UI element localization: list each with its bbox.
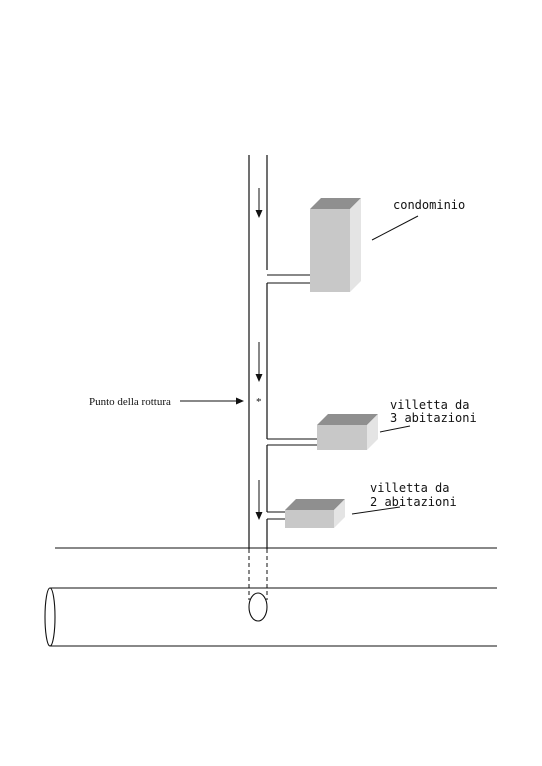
branch-pipe-villetta-2	[267, 511, 286, 520]
villetta-3-label-line1: villetta da	[390, 398, 469, 412]
flow-arrow-3	[255, 480, 263, 520]
building-condominio	[310, 198, 361, 292]
villetta-2-label-line2: 2 abitazioni	[370, 495, 457, 509]
villetta-3-label-line2: 3 abitazioni	[390, 411, 477, 425]
pipe-junction-opening	[248, 592, 268, 622]
main-horizontal-pipe	[44, 587, 497, 647]
villetta-2-leader-line	[351, 506, 401, 515]
break-point-arrow	[180, 397, 244, 405]
branch-pipe-condominio	[267, 274, 310, 284]
flow-arrow-2	[255, 342, 263, 382]
villetta-2-label-line1: villetta da	[370, 481, 449, 495]
building-villetta-3	[317, 414, 378, 450]
condominio-leader-line	[371, 215, 419, 241]
branch-pipe-villetta-3	[267, 438, 318, 446]
condominio-label: condominio	[393, 198, 465, 212]
underground-connection-dashed	[248, 549, 268, 600]
break-point-marker: *	[256, 396, 262, 408]
villetta-3-leader-line	[379, 425, 411, 433]
building-villetta-2	[285, 499, 345, 528]
main-vertical-pipe	[248, 155, 268, 549]
break-point-label: Punto della rottura	[89, 396, 171, 408]
flow-arrow-1	[255, 188, 263, 218]
